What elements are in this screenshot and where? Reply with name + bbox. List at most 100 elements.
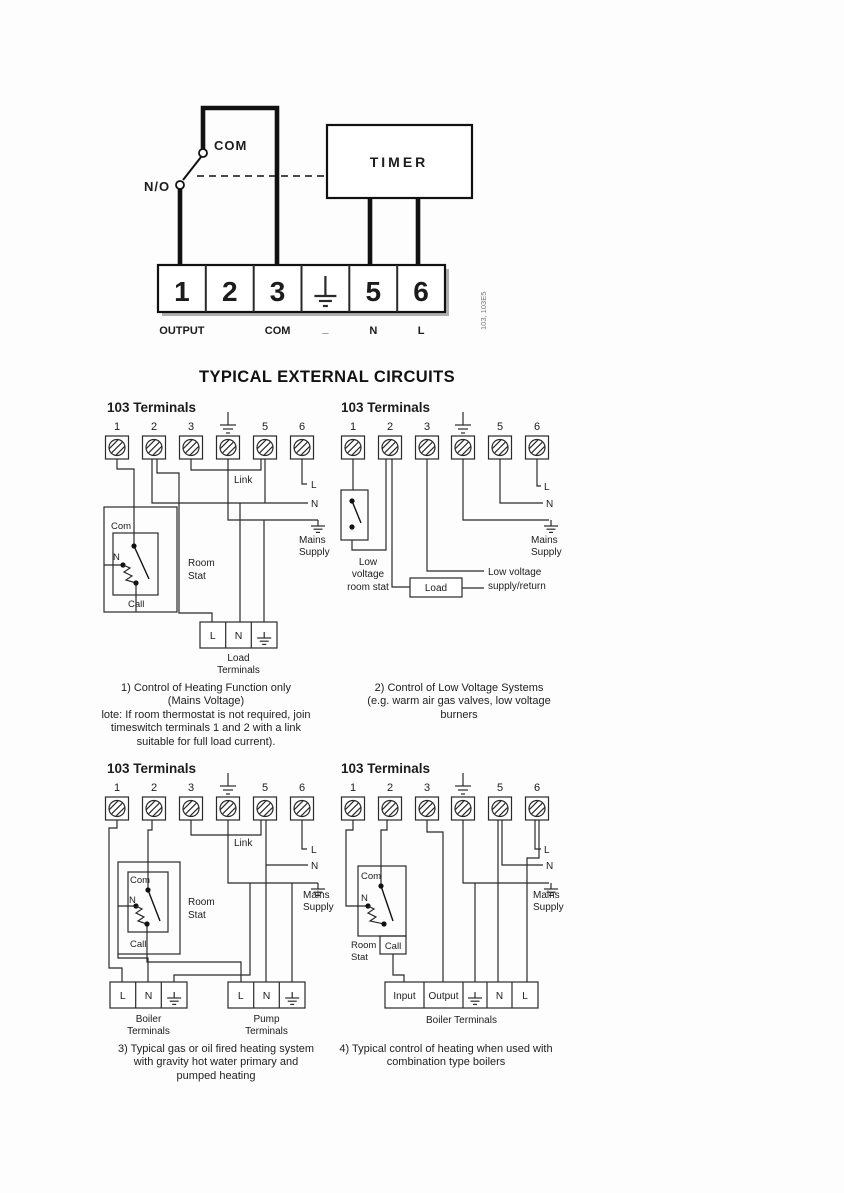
c2-lv-stat-label-1: Low xyxy=(359,557,378,568)
c4-num-3: 3 xyxy=(424,782,430,794)
c3-pump-caption-1: Pump xyxy=(253,1014,280,1025)
circuit-4-combination-boiler: 103 Terminals 1 2 3 5 6 Com N Call Room … xyxy=(340,761,564,1026)
timer-box xyxy=(325,123,474,200)
screw-terminal xyxy=(414,796,440,821)
output-label: OUTPUT xyxy=(159,325,205,337)
c1-live-label: L xyxy=(311,480,317,491)
switch-com-label: COM xyxy=(214,138,247,153)
screw-terminal xyxy=(178,435,204,460)
screw-terminal xyxy=(252,796,278,821)
c1-neutral-label: N xyxy=(311,499,318,510)
c3-pump-l: L xyxy=(238,990,244,1002)
c3-roomstat-outer-box xyxy=(117,861,181,955)
block-terminal-3: 3 xyxy=(270,276,286,307)
c4-roomstat-label-2: Stat xyxy=(351,952,368,963)
c1-load-l: L xyxy=(210,630,216,642)
c3-pump-n: N xyxy=(263,990,271,1002)
screw-terminal xyxy=(414,435,440,460)
c2-stat-switch-arm xyxy=(351,500,362,524)
c3-pump-box-dividers xyxy=(253,982,280,1008)
c4-roomstat-label-1: Room xyxy=(351,940,376,951)
c1-load-box-dividers xyxy=(225,622,252,648)
c4-boiler-l: L xyxy=(522,991,528,1002)
screw-terminal xyxy=(289,435,315,460)
c2-terminals-heading: 103 Terminals xyxy=(341,400,430,415)
c4-boiler-output: Output xyxy=(428,991,458,1002)
c4-num-6: 6 xyxy=(534,782,540,794)
c1-terminals-heading: 103 Terminals xyxy=(107,400,196,415)
circuit-3-caption: 3) Typical gas or oil fired heating syst… xyxy=(117,1043,315,1082)
c1-num-3: 3 xyxy=(188,421,194,433)
c1-roomstat-label-1: Room xyxy=(188,558,215,569)
c1-num-2: 2 xyxy=(151,421,157,433)
c3-num-3: 3 xyxy=(188,782,194,794)
c2-num-6: 6 xyxy=(534,421,540,433)
c3-terminals-heading: 103 Terminals xyxy=(107,761,196,776)
c3-mains-label-1: Mains xyxy=(303,890,330,901)
c1-stat-call-contact xyxy=(133,580,139,586)
c4-boiler-box-dividers xyxy=(423,982,513,1008)
c3-stat-call-contact xyxy=(144,921,150,927)
c3-boiler-caption-2: Terminals xyxy=(127,1026,170,1037)
c1-stat-n-label: N xyxy=(113,552,120,563)
circuit-4-caption: 4) Typical control of heating when used … xyxy=(339,1043,553,1069)
c4-boiler-n: N xyxy=(496,991,503,1002)
screw-terminal xyxy=(340,796,366,821)
screw-terminal xyxy=(377,796,403,821)
timer-label: TIMER xyxy=(370,154,429,170)
c4-wires xyxy=(345,820,549,982)
c3-boiler-caption-1: Boiler xyxy=(136,1014,162,1025)
screw-terminal xyxy=(487,796,513,821)
c4-live-label: L xyxy=(544,845,550,856)
screw-terminal xyxy=(215,435,241,460)
c1-link-label: Link xyxy=(234,475,253,486)
c2-live-label: L xyxy=(544,482,550,493)
switch-no-label: N/O xyxy=(144,179,170,194)
c2-lv-stat-box xyxy=(340,489,369,541)
c2-lv-stat-label-2: voltage xyxy=(352,569,385,580)
c3-num-6: 6 xyxy=(299,782,305,794)
screw-terminal xyxy=(450,796,476,821)
c1-num-1: 1 xyxy=(114,421,120,433)
c4-stat-com-label: Com xyxy=(361,871,381,882)
c3-wires xyxy=(108,820,318,982)
c3-link-label: Link xyxy=(234,838,253,849)
block-terminal-6: 6 xyxy=(413,276,429,307)
c4-stat-n-label: N xyxy=(361,893,368,904)
c1-stat-heater-resistor xyxy=(122,564,137,584)
screw-terminal xyxy=(104,435,130,460)
screw-terminal xyxy=(104,796,130,821)
c2-supply-label-2: supply/return xyxy=(488,581,546,592)
c1-load-caption-1: Load xyxy=(227,653,249,664)
screw-terminal xyxy=(524,796,550,821)
neutral-terminal-label: N xyxy=(369,325,377,337)
c4-num-2: 2 xyxy=(387,782,393,794)
drawing-code: 103, 103E5 xyxy=(479,292,488,330)
timer-internal-diagram: COM N/O TIMER 1 2 3 5 6 OUTPUT COM _ N L… xyxy=(144,105,488,337)
c1-roomstat-label-2: Stat xyxy=(188,571,206,582)
screw-terminal xyxy=(377,435,403,460)
c4-stat-switch-arm xyxy=(380,885,394,922)
c2-mains-label-1: Mains xyxy=(531,535,558,546)
c4-stat-heater-resistor xyxy=(366,905,385,925)
c3-mains-label-2: Supply xyxy=(303,902,334,913)
c3-earth-symbol-top xyxy=(219,772,237,795)
c3-roomstat-label-2: Stat xyxy=(188,910,206,921)
c1-roomstat-inner-box xyxy=(112,532,159,596)
switch-no-contact xyxy=(175,180,185,190)
switch-common-wire xyxy=(200,105,280,265)
screw-terminal xyxy=(289,796,315,821)
c2-load-label: Load xyxy=(425,583,447,594)
screw-terminal xyxy=(450,435,476,460)
c3-stat-heater-resistor xyxy=(134,905,148,925)
block-terminal-1: 1 xyxy=(174,276,190,307)
circuit-1-caption: 1) Control of Heating Function only (Mai… xyxy=(101,682,311,748)
screw-terminal xyxy=(141,435,167,460)
c3-pump-caption-2: Terminals xyxy=(245,1026,288,1037)
screw-terminal xyxy=(215,796,241,821)
c2-neutral-label: N xyxy=(546,499,553,510)
c3-roomstat-label-1: Room xyxy=(188,897,215,908)
earth-terminal-dash: _ xyxy=(321,323,329,335)
c2-num-2: 2 xyxy=(387,421,393,433)
